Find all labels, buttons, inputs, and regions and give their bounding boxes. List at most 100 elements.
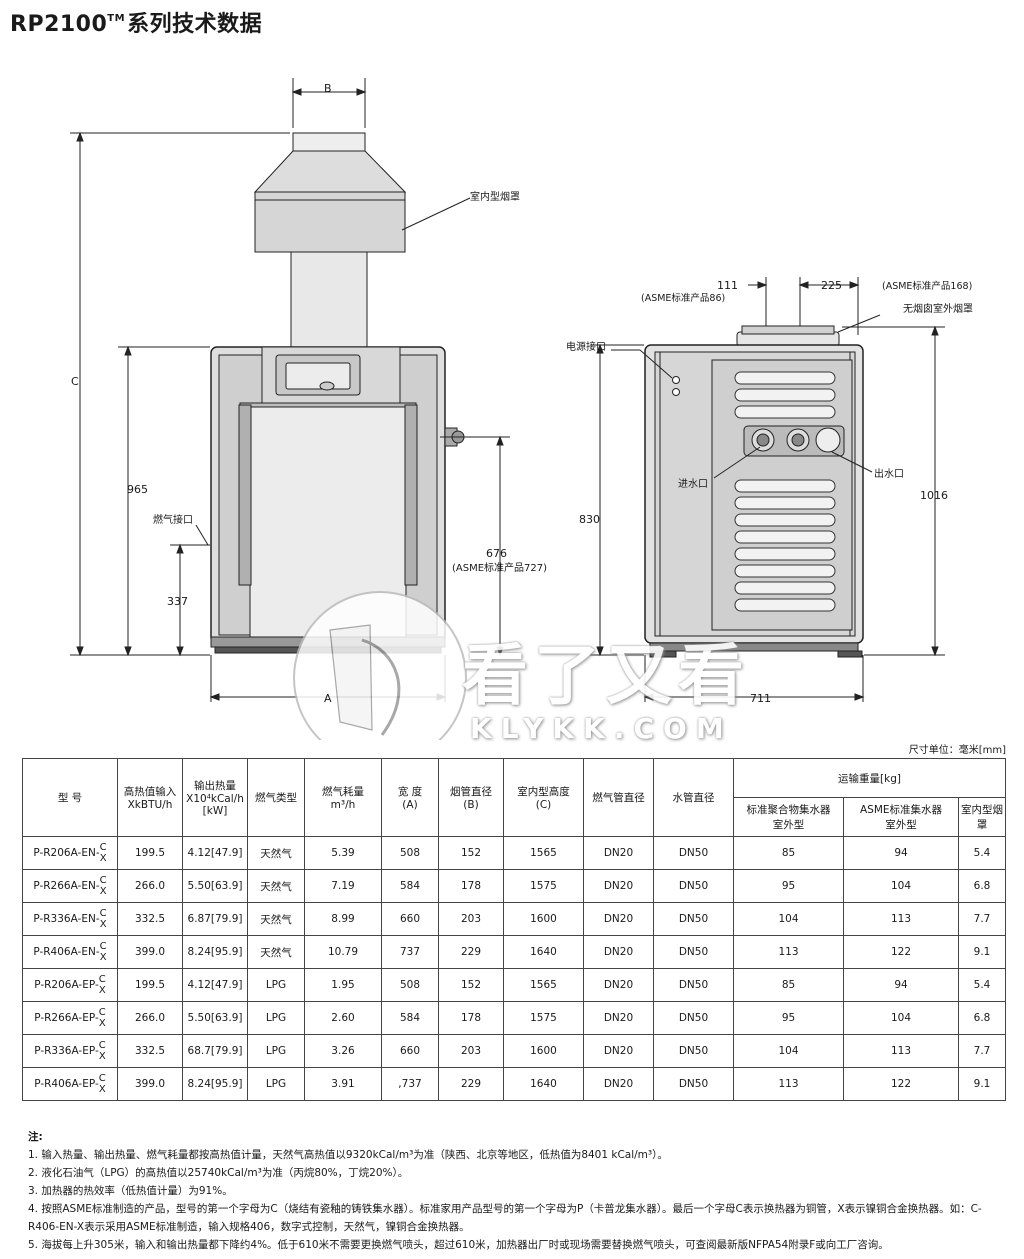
cell-use: 3.91 [304,1067,382,1101]
label-inlet: 进水口 [678,478,708,490]
cell-gp: DN20 [583,1067,654,1101]
cell-output: 4.12[47.9] [182,968,248,1002]
cell-w1: 95 [733,869,844,903]
cell-input: 266.0 [117,1001,183,1035]
watermark-subtext: KLYKK.COM [470,712,733,745]
header-gas-type: 燃气类型 [247,758,305,837]
cell-w2: 122 [843,1067,959,1101]
cell-gas: 天然气 [247,869,305,903]
cell-use: 7.19 [304,869,382,903]
cell-wp: DN50 [653,836,734,870]
note-item: 2. 液化石油气（LPG）的高热值以25740kCal/m³为准（丙烷80%，丁… [28,1167,409,1179]
header-model: 型 号 [22,758,118,837]
cell-input: 199.5 [117,836,183,870]
cell-b: 152 [438,836,504,870]
cell-a: 508 [381,836,439,870]
cell-gas: LPG [247,1001,305,1035]
cell-output: 4.12[47.9] [182,836,248,870]
watermark-text: 看了又看 [462,637,750,714]
cell-w2: 104 [843,1001,959,1035]
cell-wp: DN50 [653,1001,734,1035]
header-width: 宽 度(A) [381,758,439,837]
cell-input: 199.5 [117,968,183,1002]
cell-w3: 7.7 [958,902,1006,936]
cell-wp: DN50 [653,869,734,903]
cell-b: 229 [438,1067,504,1101]
cell-h: 1565 [503,836,584,870]
dim-111-note: (ASME标准产品86) [641,292,725,304]
cell-w2: 113 [843,902,959,936]
cell-w2: 94 [843,836,959,870]
cell-output: 68.7[79.9] [182,1034,248,1068]
cell-w3: 9.1 [958,1067,1006,1101]
header-flue: 烟管直径(B) [438,758,504,837]
cell-w3: 6.8 [958,1001,1006,1035]
note-item: 1. 输入热量、输出热量、燃气耗量都按高热值计量，天然气高热值以9320kCal… [28,1149,668,1161]
cell-w3: 5.4 [958,836,1006,870]
cell-input: 399.0 [117,1067,183,1101]
cell-output: 8.24[95.9] [182,1067,248,1101]
cell-input: 332.5 [117,902,183,936]
header-height: 室内型高度(C) [503,758,584,837]
unit-note: 尺寸单位：毫米[mm] [908,745,1006,756]
notes-heading: 注: [28,1131,43,1143]
cell-h: 1575 [503,869,584,903]
cell-h: 1600 [503,1034,584,1068]
cell-gp: DN20 [583,968,654,1002]
dim-676-note: (ASME标准产品727) [452,561,547,574]
cell-h: 1565 [503,968,584,1002]
cell-use: 5.39 [304,836,382,870]
cell-use: 2.60 [304,1001,382,1035]
cell-use: 3.26 [304,1034,382,1068]
watermark-logo [293,591,467,740]
cell-h: 1575 [503,1001,584,1035]
cell-w2: 113 [843,1034,959,1068]
label-outlet: 出水口 [874,467,904,480]
cell-output: 8.24[95.9] [182,935,248,969]
header-w3: 室内型烟罩 [958,797,1006,837]
dim-111: 111 [717,279,738,292]
dim-676: 676 [486,547,507,560]
cell-w1: 85 [733,836,844,870]
notes: 注: 1. 输入热量、输出热量、燃气耗量都按高热值计量，天然气高热值以9320k… [28,1128,1008,1254]
cell-h: 1640 [503,1067,584,1101]
label-power: 电源接口 [566,340,606,353]
cell-a: 584 [381,869,439,903]
technical-drawing: B C 965 337 A 676 (ASME标准产品727) 室内型烟罩 燃气… [70,78,973,740]
cell-h: 1640 [503,935,584,969]
cell-a: 660 [381,902,439,936]
cell-gp: DN20 [583,902,654,936]
cell-wp: DN50 [653,935,734,969]
cell-output: 6.87[79.9] [182,902,248,936]
cell-gp: DN20 [583,1001,654,1035]
page-title: RP2100TM系列技术数据 [10,12,263,37]
dim-711: 711 [750,692,771,705]
dim-225: 225 [821,279,842,292]
cell-w2: 122 [843,935,959,969]
cell-h: 1600 [503,902,584,936]
cell-input: 332.5 [117,1034,183,1068]
dim-830: 830 [579,513,600,526]
header-w2: ASME标准集水器室外型 [843,797,959,837]
cell-wp: DN50 [653,1067,734,1101]
cell-b: 203 [438,1034,504,1068]
cell-wp: DN50 [653,1034,734,1068]
cell-a: 660 [381,1034,439,1068]
cell-input: 266.0 [117,869,183,903]
dim-225-note: (ASME标准产品168) [882,280,972,292]
cell-wp: DN50 [653,902,734,936]
cell-w3: 9.1 [958,935,1006,969]
cell-b: 203 [438,902,504,936]
cell-input: 399.0 [117,935,183,969]
cell-a: 737 [381,935,439,969]
